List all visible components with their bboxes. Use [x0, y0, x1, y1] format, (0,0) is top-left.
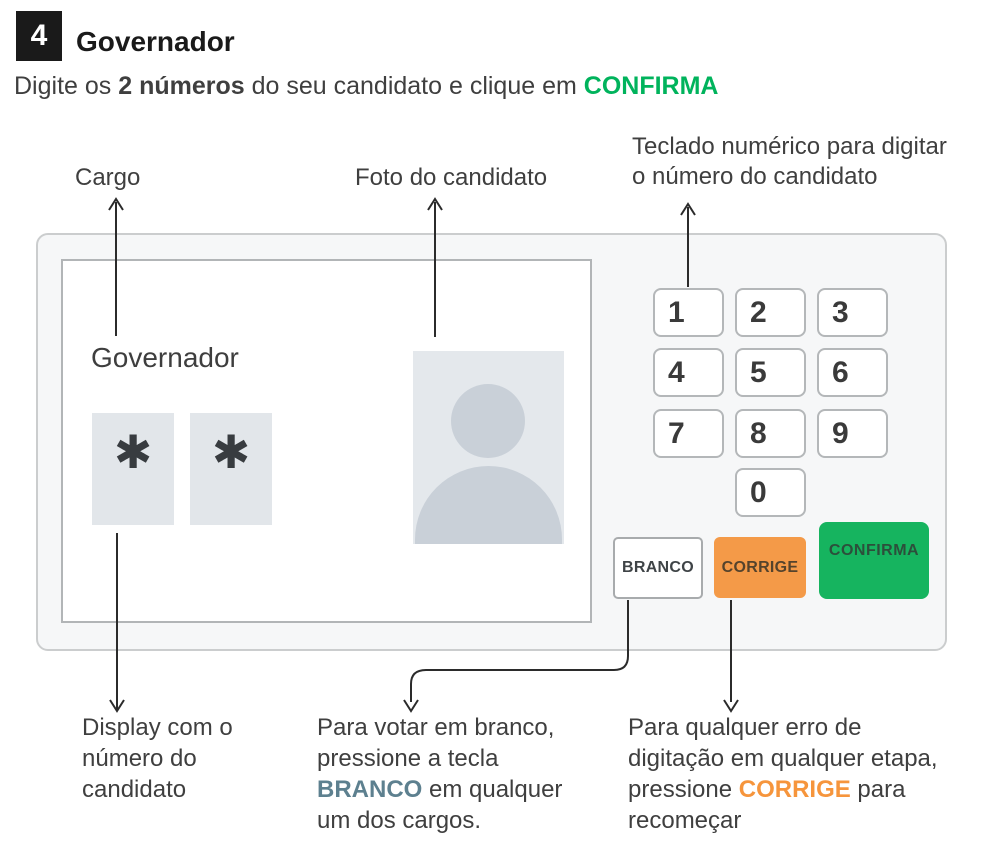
- callout-corrige-line1: Para qualquer erro de: [628, 714, 862, 741]
- callout-branco-line3: BRANCO em qualquer: [317, 774, 562, 805]
- key-label: 1: [668, 295, 685, 329]
- step-number: 4: [30, 19, 48, 52]
- callout-corrige-line4: recomeçar: [628, 807, 742, 834]
- key-label: 3: [832, 295, 849, 329]
- key-label: 7: [668, 416, 685, 450]
- callout-teclado-line2: o número do candidato: [632, 163, 878, 190]
- key-label: 0: [750, 475, 767, 509]
- callout-branco-line4: um dos cargos.: [317, 807, 482, 834]
- keypad-key-5[interactable]: 5: [735, 348, 806, 397]
- keypad-key-6[interactable]: 6: [817, 348, 888, 397]
- callout-corrige-line3-post: para: [850, 776, 906, 803]
- confirma-button[interactable]: CONFIRMA: [819, 522, 929, 599]
- key-label: 5: [750, 355, 767, 389]
- digit-slot-1: ✱: [92, 413, 174, 525]
- branco-button[interactable]: BRANCO: [613, 537, 703, 599]
- callout-cargo: Cargo: [75, 164, 141, 191]
- step-number-badge: 4: [16, 11, 62, 61]
- callout-branco: Para votar em branco, pressione a tecla …: [317, 712, 562, 836]
- key-label: 9: [832, 416, 849, 450]
- callout-branco-line3-rest: em qualquer: [422, 776, 563, 803]
- candidate-photo-placeholder: [413, 351, 564, 544]
- instruction-confirma: CONFIRMA: [583, 72, 719, 100]
- keypad-key-7[interactable]: 7: [653, 409, 724, 458]
- instruction-part2: do seu candidato e clique em: [244, 72, 584, 100]
- instruction-text: Digite os 2 números do seu candidato e c…: [14, 72, 719, 101]
- callout-corrige-line3: pressione CORRIGE para: [628, 774, 938, 805]
- corrige-key-reference: CORRIGE: [738, 776, 851, 803]
- callout-branco-line1: Para votar em branco,: [317, 714, 555, 741]
- asterisk-icon: ✱: [211, 425, 251, 479]
- keypad-key-0[interactable]: 0: [735, 468, 806, 517]
- asterisk-icon: ✱: [113, 425, 153, 479]
- page-title: Governador: [76, 26, 235, 57]
- callout-display: Display com o número do candidato: [82, 712, 233, 805]
- callout-corrige: Para qualquer erro de digitação em qualq…: [628, 712, 938, 836]
- callout-display-line1: Display com o: [82, 714, 233, 741]
- keypad-key-1[interactable]: 1: [653, 288, 724, 337]
- callout-foto: Foto do candidato: [355, 164, 548, 191]
- callout-corrige-line3-pre: pressione: [628, 776, 739, 803]
- key-label: 8: [750, 416, 767, 450]
- keypad-key-8[interactable]: 8: [735, 409, 806, 458]
- office-label: Governador: [91, 342, 239, 373]
- keypad-key-9[interactable]: 9: [817, 409, 888, 458]
- callout-corrige-line2: digitação em qualquer etapa,: [628, 745, 938, 772]
- digit-slot-2: ✱: [190, 413, 272, 525]
- callout-teclado-line1: Teclado numérico para digitar: [632, 133, 947, 160]
- keypad-key-2[interactable]: 2: [735, 288, 806, 337]
- person-body-icon: [415, 466, 562, 544]
- person-head-icon: [451, 384, 525, 458]
- callout-branco-line2: pressione a tecla: [317, 745, 499, 772]
- key-label: 4: [668, 355, 685, 389]
- key-label: 2: [750, 295, 767, 329]
- instruction-bold: 2 números: [118, 72, 245, 100]
- branco-key-reference: BRANCO: [317, 776, 423, 803]
- corrige-button[interactable]: CORRIGE: [714, 537, 806, 598]
- keypad-key-3[interactable]: 3: [817, 288, 888, 337]
- callout-display-line3: candidato: [82, 776, 187, 803]
- instruction-part1: Digite os: [14, 72, 119, 100]
- callout-teclado: Teclado numérico para digitar o número d…: [632, 132, 947, 192]
- key-label: 6: [832, 355, 849, 389]
- callout-display-line2: número do: [82, 745, 197, 772]
- keypad-key-4[interactable]: 4: [653, 348, 724, 397]
